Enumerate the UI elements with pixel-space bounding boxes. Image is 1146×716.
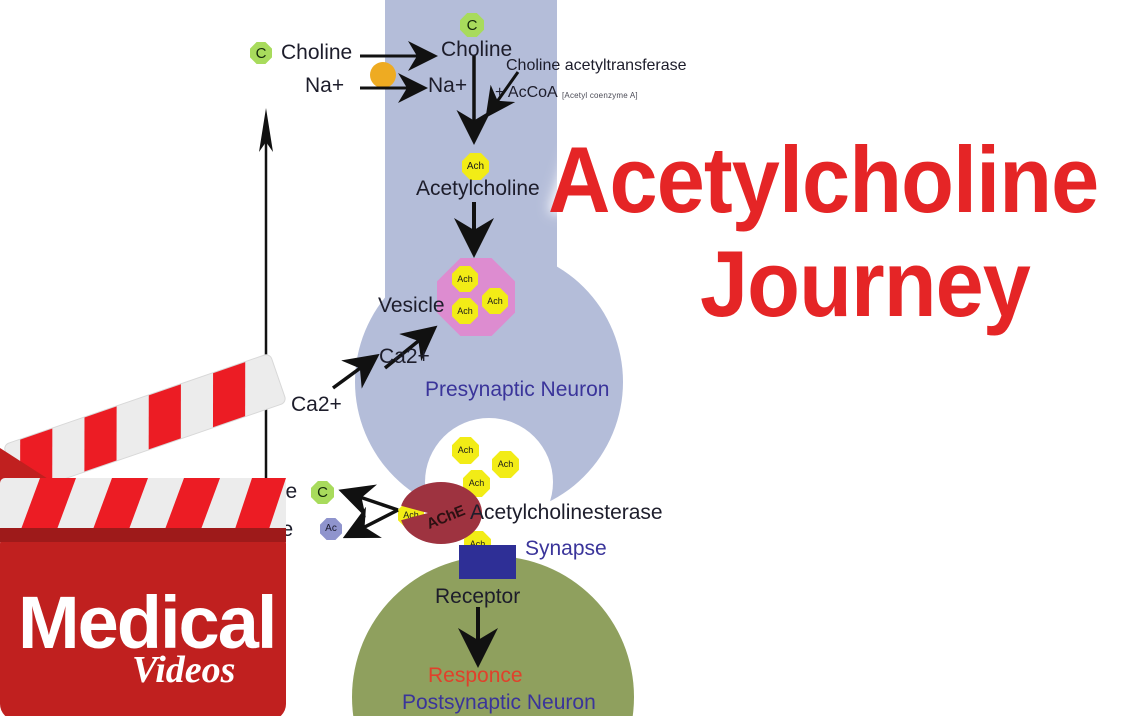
recycled-choline-molecule: C	[311, 481, 334, 504]
logo-brand-sub: Videos	[132, 649, 236, 691]
choline-molecule-inside: C	[460, 13, 484, 37]
acetylcholinesterase-enzyme: AChE	[400, 482, 482, 544]
acetylcholine-molecule-formed: Ach	[462, 153, 489, 180]
released-ach-molecule: Ach	[463, 470, 490, 497]
logo-brand-main: Medical	[18, 581, 277, 664]
vesicle-ach-molecule: Ach	[452, 298, 478, 324]
label-sodium-inside: Na+	[428, 74, 468, 97]
page-title-line2: Journey	[700, 231, 1031, 336]
label-vesicle: Vesicle	[378, 294, 445, 317]
label-receptor: Receptor	[435, 585, 521, 608]
label-calcium-inside: Ca2+	[379, 345, 430, 368]
label-accoa-expansion: [Acetyl coenzyme A]	[562, 91, 638, 100]
released-ach-molecule: Ach	[452, 437, 479, 464]
label-calcium-outside: Ca2+	[291, 393, 342, 416]
medical-videos-logo[interactable]	[0, 352, 294, 716]
released-ach-molecule: Ach	[492, 451, 519, 478]
label-synapse: Synapse	[525, 537, 607, 560]
vesicle-ach-molecule: Ach	[482, 288, 508, 314]
label-presynaptic-neuron: Presynaptic Neuron	[425, 378, 610, 401]
label-postsynaptic-neuron: Postsynaptic Neuron	[402, 691, 596, 714]
label-response: Responce	[428, 664, 523, 687]
postsynaptic-receptor	[459, 545, 516, 579]
label-acetylcholinesterase: Acetylcholinesterase	[470, 501, 663, 524]
label-choline-acetyltransferase: Choline acetyltransferase	[506, 57, 687, 74]
label-sodium-outside: Na+	[305, 74, 345, 97]
vesicle-ach-molecule: Ach	[452, 266, 478, 292]
label-choline-outside: Choline	[281, 41, 353, 64]
acetate-molecule: Ac	[320, 518, 342, 540]
label-choline-inside: Choline	[441, 38, 513, 61]
choline-molecule-outside: C	[250, 42, 272, 64]
sodium-molecule	[370, 62, 396, 88]
label-accoa: + AcCoA	[495, 84, 558, 101]
label-acetylcholine: Acetylcholine	[416, 177, 540, 200]
page-title-line1: Acetylcholine	[548, 127, 1099, 232]
